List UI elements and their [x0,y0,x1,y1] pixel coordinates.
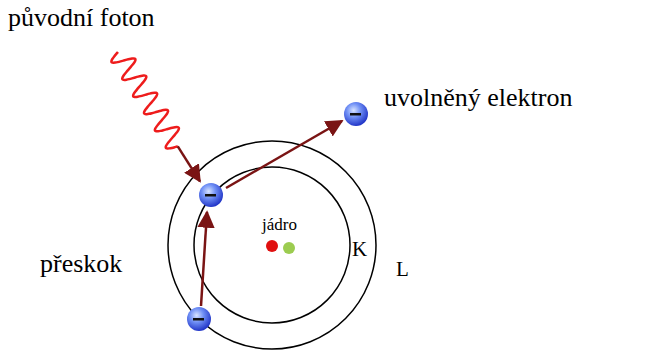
electron [344,102,368,126]
neutron [283,242,295,254]
shell-label: K [352,238,367,261]
proton [266,240,278,252]
shell-l [168,141,376,349]
photon-arrow [178,146,200,181]
jump-label: přeskok [40,250,122,279]
nucleus-label: jádro [262,216,297,235]
electron [199,183,223,207]
shell-label: L [396,258,409,281]
photon-label: původní foton [8,4,155,33]
emission-arrow [226,121,342,188]
shell-k [194,167,350,323]
jump-arrow [201,212,207,306]
electron [187,307,211,331]
electron-label: uvolněný elektron [384,84,572,113]
photon-wave [111,52,200,181]
photon-wave [111,52,179,148]
